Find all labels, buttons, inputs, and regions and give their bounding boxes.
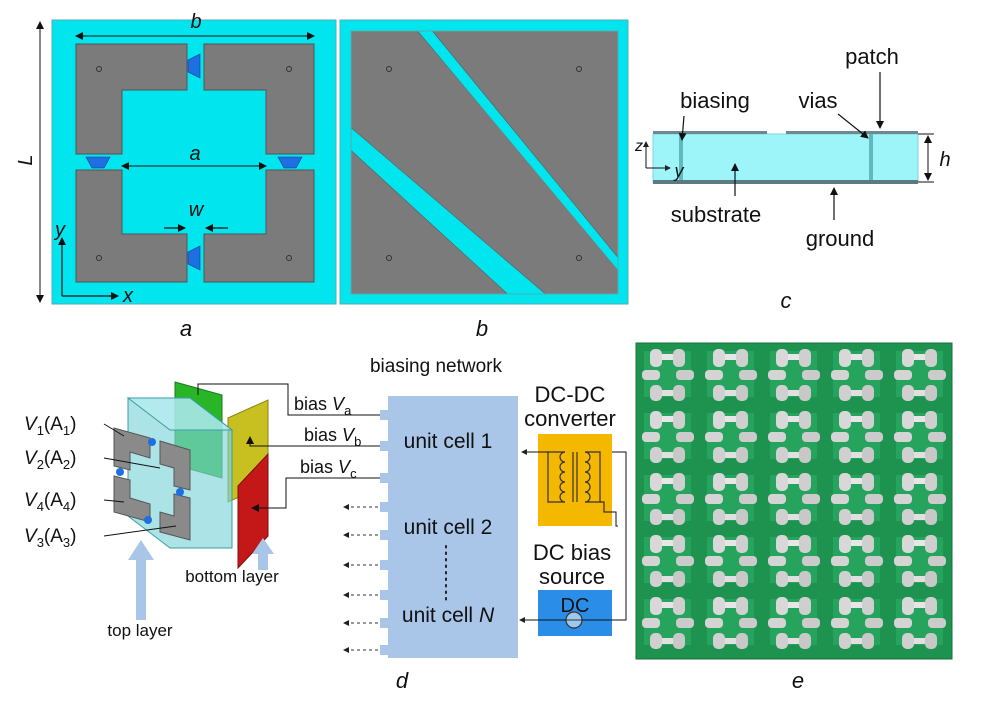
varactor-labels: V1(A1) V2(A2) V4(A4) V3(A3) [24,414,76,550]
dim-h-label: h [939,149,950,171]
biasing-network-block [388,396,518,658]
varactor-icon [187,245,201,271]
patch-top-left [75,43,188,155]
via-dot [96,255,102,261]
axis-y-label: y [673,161,685,181]
via-dot [576,66,582,72]
dcdc-converter-block [538,434,612,526]
network-pins [380,410,388,655]
dim-a-label: a [189,143,200,165]
patch-v1 [113,427,151,471]
via-dot [576,255,582,261]
label-dcbias-1: DC bias [533,540,611,565]
varactor-icon [176,488,184,496]
label-dcdc-2: converter [524,406,616,431]
caption-e: e [792,668,804,693]
via [869,134,873,180]
label-unit-cell-n: unit cell N [402,604,495,627]
caption-a: a [180,316,192,341]
caption-b: b [476,316,488,341]
label-ground: ground [806,226,875,251]
diagonal-patches [350,30,619,295]
varactor-icon [277,156,303,169]
varactor-label-3: V3(A3) [24,526,76,550]
label-unit-cell-2: unit cell 2 [404,516,493,539]
biasing-via [679,134,683,180]
fabricated-prototype-photo [636,343,952,659]
patch-v2 [159,440,191,491]
dim-L-label: L [15,154,37,165]
label-unit-cell-1: unit cell 1 [404,430,493,453]
via-dot [286,66,292,72]
substrate-block [652,133,919,183]
bottom-layer-arrow [252,538,274,570]
varactor-label-1: V1(A1) [24,414,76,438]
varactor-diodes-3d [116,438,184,524]
via-dot [386,66,392,72]
patch-bottom-right [203,169,315,283]
axis-x-label: x [122,285,134,307]
label-vias: vias [798,88,837,113]
label-biasing-network: biasing network [370,356,503,377]
dim-w-label: w [189,199,205,221]
caption-d: d [396,668,409,693]
patch-v3 [159,493,191,541]
via-dot [286,255,292,261]
patch-top-right [786,131,918,134]
via-dot [96,66,102,72]
label-dcdc-1: DC-DC [535,382,606,407]
patch-top-left [653,131,767,134]
varactor-diodes [85,53,303,271]
gap-strip [418,31,618,270]
varactor-label-2: V2(A2) [24,448,76,472]
label-substrate: substrate [671,202,762,227]
label-bottom-layer: bottom layer [185,567,279,586]
label-dcbias-2: source [539,564,605,589]
panel-c: patch biasing vias substrate ground h z … [634,44,951,313]
varactor-icon [187,53,201,79]
panel-b: b [339,19,629,341]
via-dot [386,255,392,261]
patch-bottom-left [75,169,188,283]
label-dc: DC [561,595,590,617]
panel-d: V1(A1) V2(A2) V4(A4) V3(A3) top layer bo… [24,356,627,693]
gap-strip [351,128,545,294]
axis-y-label: y [53,219,66,241]
patch-top-right [203,43,315,155]
varactor-icon [116,468,124,476]
label-biasing: biasing [680,88,750,113]
bias-a-label: bias Va [294,394,352,418]
varactor-icon [85,156,111,169]
caption-c: c [781,288,792,313]
panel-e: e [635,342,953,693]
top-layer-arrow [128,540,154,620]
dashed-outputs [343,504,378,653]
bias-b-label: bias Vb [304,425,361,449]
label-patch: patch [845,44,899,69]
axis-z-label: z [634,138,643,155]
panel-a: b L a w y x a [15,11,337,341]
dim-b-label: b [190,11,201,33]
ground-plane [653,180,918,184]
varactor-label-4: V4(A4) [24,490,76,514]
transformer-icon [547,451,601,503]
patch-v4 [113,475,151,523]
label-top-layer: top layer [107,621,173,640]
varactor-icon [148,438,156,446]
bias-c-label: bias Vc [300,457,357,481]
varactor-icon [144,516,152,524]
